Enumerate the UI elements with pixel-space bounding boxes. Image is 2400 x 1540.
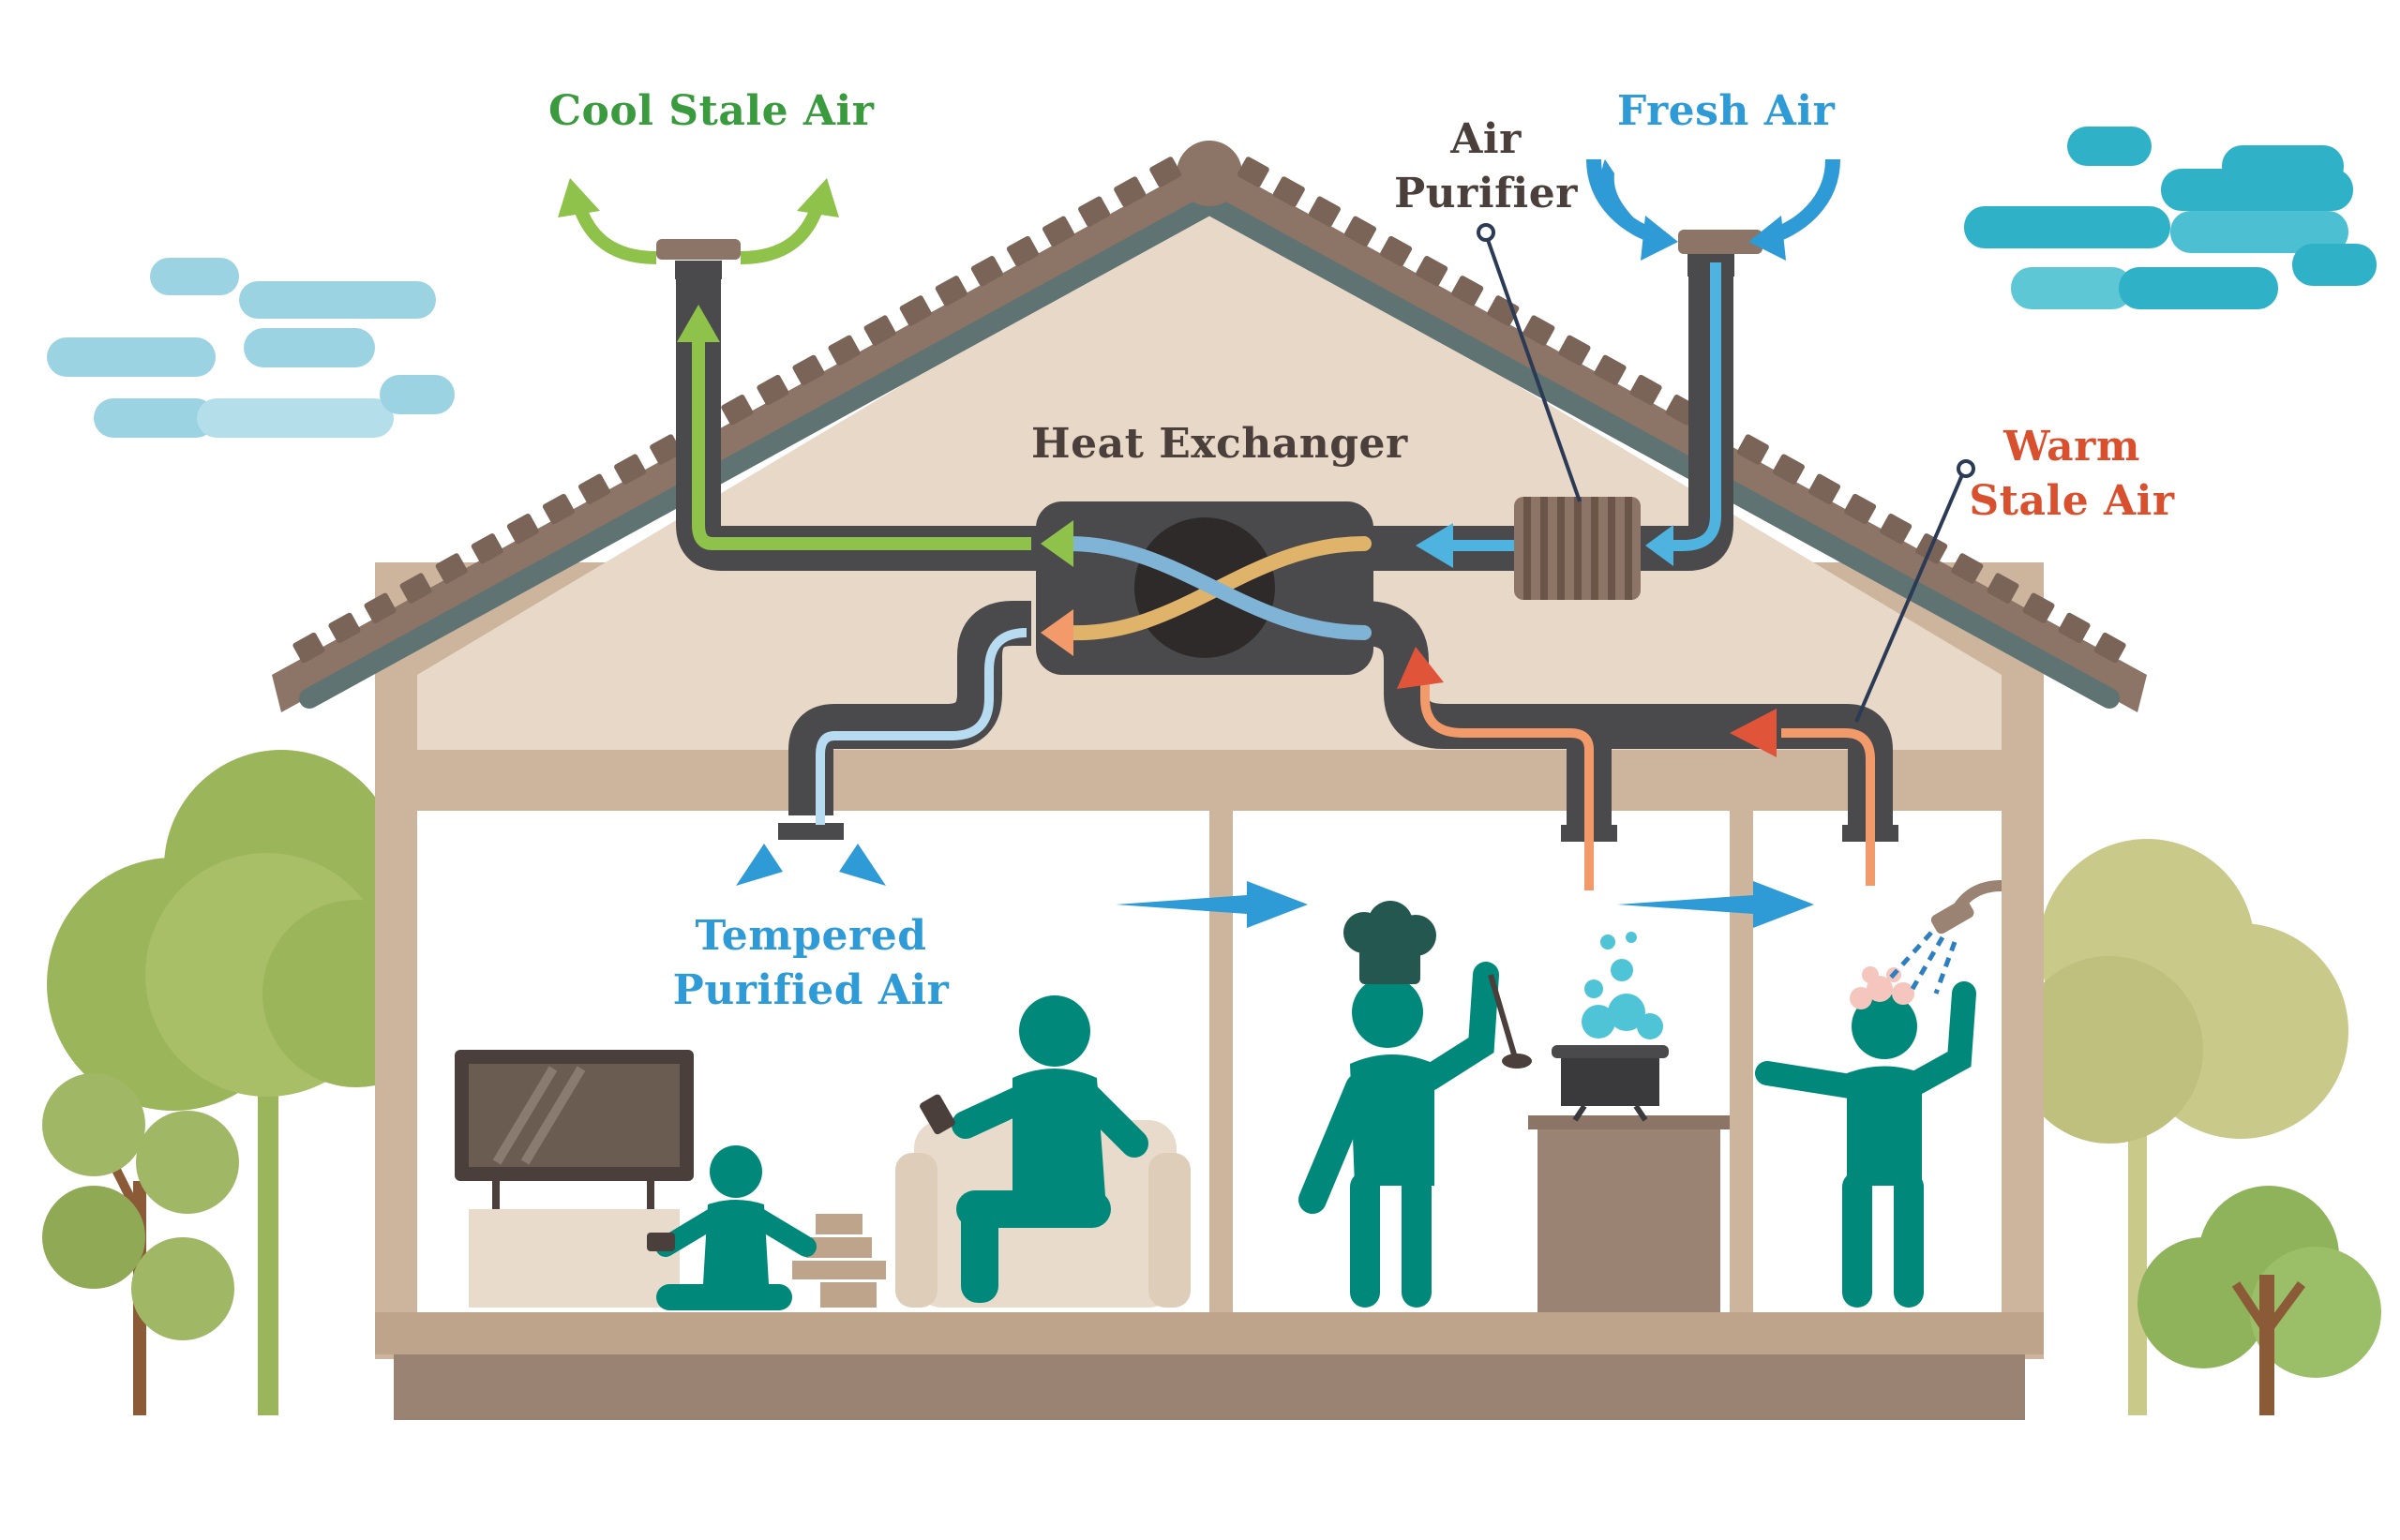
roof-tile <box>1416 255 1448 287</box>
label-cool-stale-air: Cool Stale Air <box>548 87 875 135</box>
label-air-purifier-line1: Air <box>1450 115 1522 163</box>
label-warm-stale-air: Warm Stale Air <box>1959 420 2184 529</box>
roof-tile <box>399 573 432 604</box>
shampoo-foam <box>1850 966 1914 1009</box>
roof-tile <box>1237 157 1269 187</box>
roof-tile <box>2093 632 2126 664</box>
tempered-air-flow <box>736 628 1814 928</box>
toy-blocks <box>792 1214 886 1308</box>
heat-exchanger-flows <box>1061 536 1372 641</box>
roof-tile <box>614 454 647 485</box>
label-warm-stale-air-line1: Warm <box>2003 423 2140 471</box>
tree-right-small <box>2138 1186 2381 1415</box>
child-sitting <box>647 1145 817 1310</box>
steam-bubbles <box>1582 932 1663 1039</box>
cooking-pot <box>1552 1045 1669 1122</box>
purifier-fin <box>1540 497 1548 600</box>
roof-tile <box>899 295 932 326</box>
roof-tile <box>1451 276 1484 307</box>
shower-head <box>1887 880 2002 994</box>
roof-tile <box>542 493 575 525</box>
purifier-fin <box>1574 497 1582 600</box>
roof-tile <box>2022 592 2055 623</box>
purifier-fin <box>1608 497 1615 600</box>
cool-stale-air-flow <box>558 178 1031 550</box>
tv-stand <box>469 1209 680 1308</box>
roof-tile <box>578 473 610 505</box>
person-sitting-on-sofa <box>920 995 1148 1303</box>
roof-tile <box>471 533 503 564</box>
roof-tile <box>1987 573 2019 604</box>
purifier-fin <box>1591 497 1598 600</box>
label-air-purifier: Air Purifier <box>1388 112 1584 221</box>
air-purifier-pointer <box>1484 233 1582 502</box>
roof-tile <box>1951 553 1984 584</box>
roof-tile <box>863 315 896 346</box>
roof-tile <box>435 553 468 584</box>
roof-tile <box>650 434 682 465</box>
roof-tile <box>2058 612 2091 644</box>
attic <box>417 202 2002 750</box>
chef <box>1298 901 1532 1308</box>
tv <box>455 1050 694 1209</box>
roof-tile <box>328 612 361 644</box>
roof-tile <box>1042 216 1074 247</box>
roof-tile <box>721 395 754 426</box>
cloud-right <box>1964 127 2377 309</box>
air-purifier-pointer-dot <box>1477 223 1495 242</box>
cloud-left <box>47 258 455 438</box>
roof-tile <box>1522 315 1555 346</box>
roof-tile <box>1006 235 1039 267</box>
label-tempered-purified-air: Tempered Purified Air <box>656 909 966 1018</box>
label-tempered-purified-air-line2: Purified Air <box>672 966 950 1014</box>
roof-tile <box>828 335 861 366</box>
roof-tile <box>1344 216 1377 247</box>
roof-tile <box>364 592 397 623</box>
roof-tile <box>1558 335 1591 366</box>
label-fresh-air: Fresh Air <box>1617 87 1836 135</box>
purifier-fin <box>1625 497 1632 600</box>
roof-tile <box>1272 176 1305 207</box>
roof <box>272 141 2147 712</box>
roof-tile <box>1736 434 1769 465</box>
warm-stale-air-pointer <box>1854 470 1966 723</box>
label-warm-stale-air-line2: Stale Air <box>1969 477 2175 525</box>
purifier-fin <box>1523 497 1531 600</box>
roof-tile <box>1772 454 1805 485</box>
vent-caps <box>656 230 1762 260</box>
stove-counter <box>1528 1115 1730 1312</box>
roof-tile <box>1149 157 1182 187</box>
warm-stale-air-flow <box>1397 647 1875 890</box>
house-foundation <box>394 1354 2025 1420</box>
roof-tile <box>970 255 1003 287</box>
roof-tile <box>792 354 825 386</box>
air-purifier-unit <box>1514 497 1641 600</box>
house-floor <box>375 1312 2044 1354</box>
roof-tile <box>1380 235 1413 267</box>
label-heat-exchanger: Heat Exchanger <box>1031 420 1408 468</box>
label-air-purifier-line2: Purifier <box>1394 170 1578 217</box>
warm-stale-air-pointer-dot <box>1957 459 1975 478</box>
fresh-air-flow <box>1416 158 1840 568</box>
arrow-exchanger-orange <box>1041 609 1073 656</box>
roof-tile <box>1844 493 1877 525</box>
roof-tile <box>935 276 968 307</box>
roof-tile <box>292 632 325 664</box>
purifier-fin <box>1557 497 1565 600</box>
roof-tile <box>1629 374 1662 406</box>
arrow-exchanger-green <box>1041 520 1073 567</box>
roof-tile <box>757 374 789 406</box>
tree-left-small <box>42 1073 239 1415</box>
roof-tile <box>1594 354 1627 386</box>
roof-tile <box>506 513 539 545</box>
person-showering <box>1755 981 1976 1308</box>
roof-tile <box>1114 176 1147 207</box>
roof-tile <box>1308 196 1341 227</box>
roof-tile <box>1078 196 1111 227</box>
roof-tile <box>1880 513 1912 545</box>
label-tempered-purified-air-line1: Tempered <box>695 912 927 960</box>
roof-tile <box>1808 473 1841 505</box>
